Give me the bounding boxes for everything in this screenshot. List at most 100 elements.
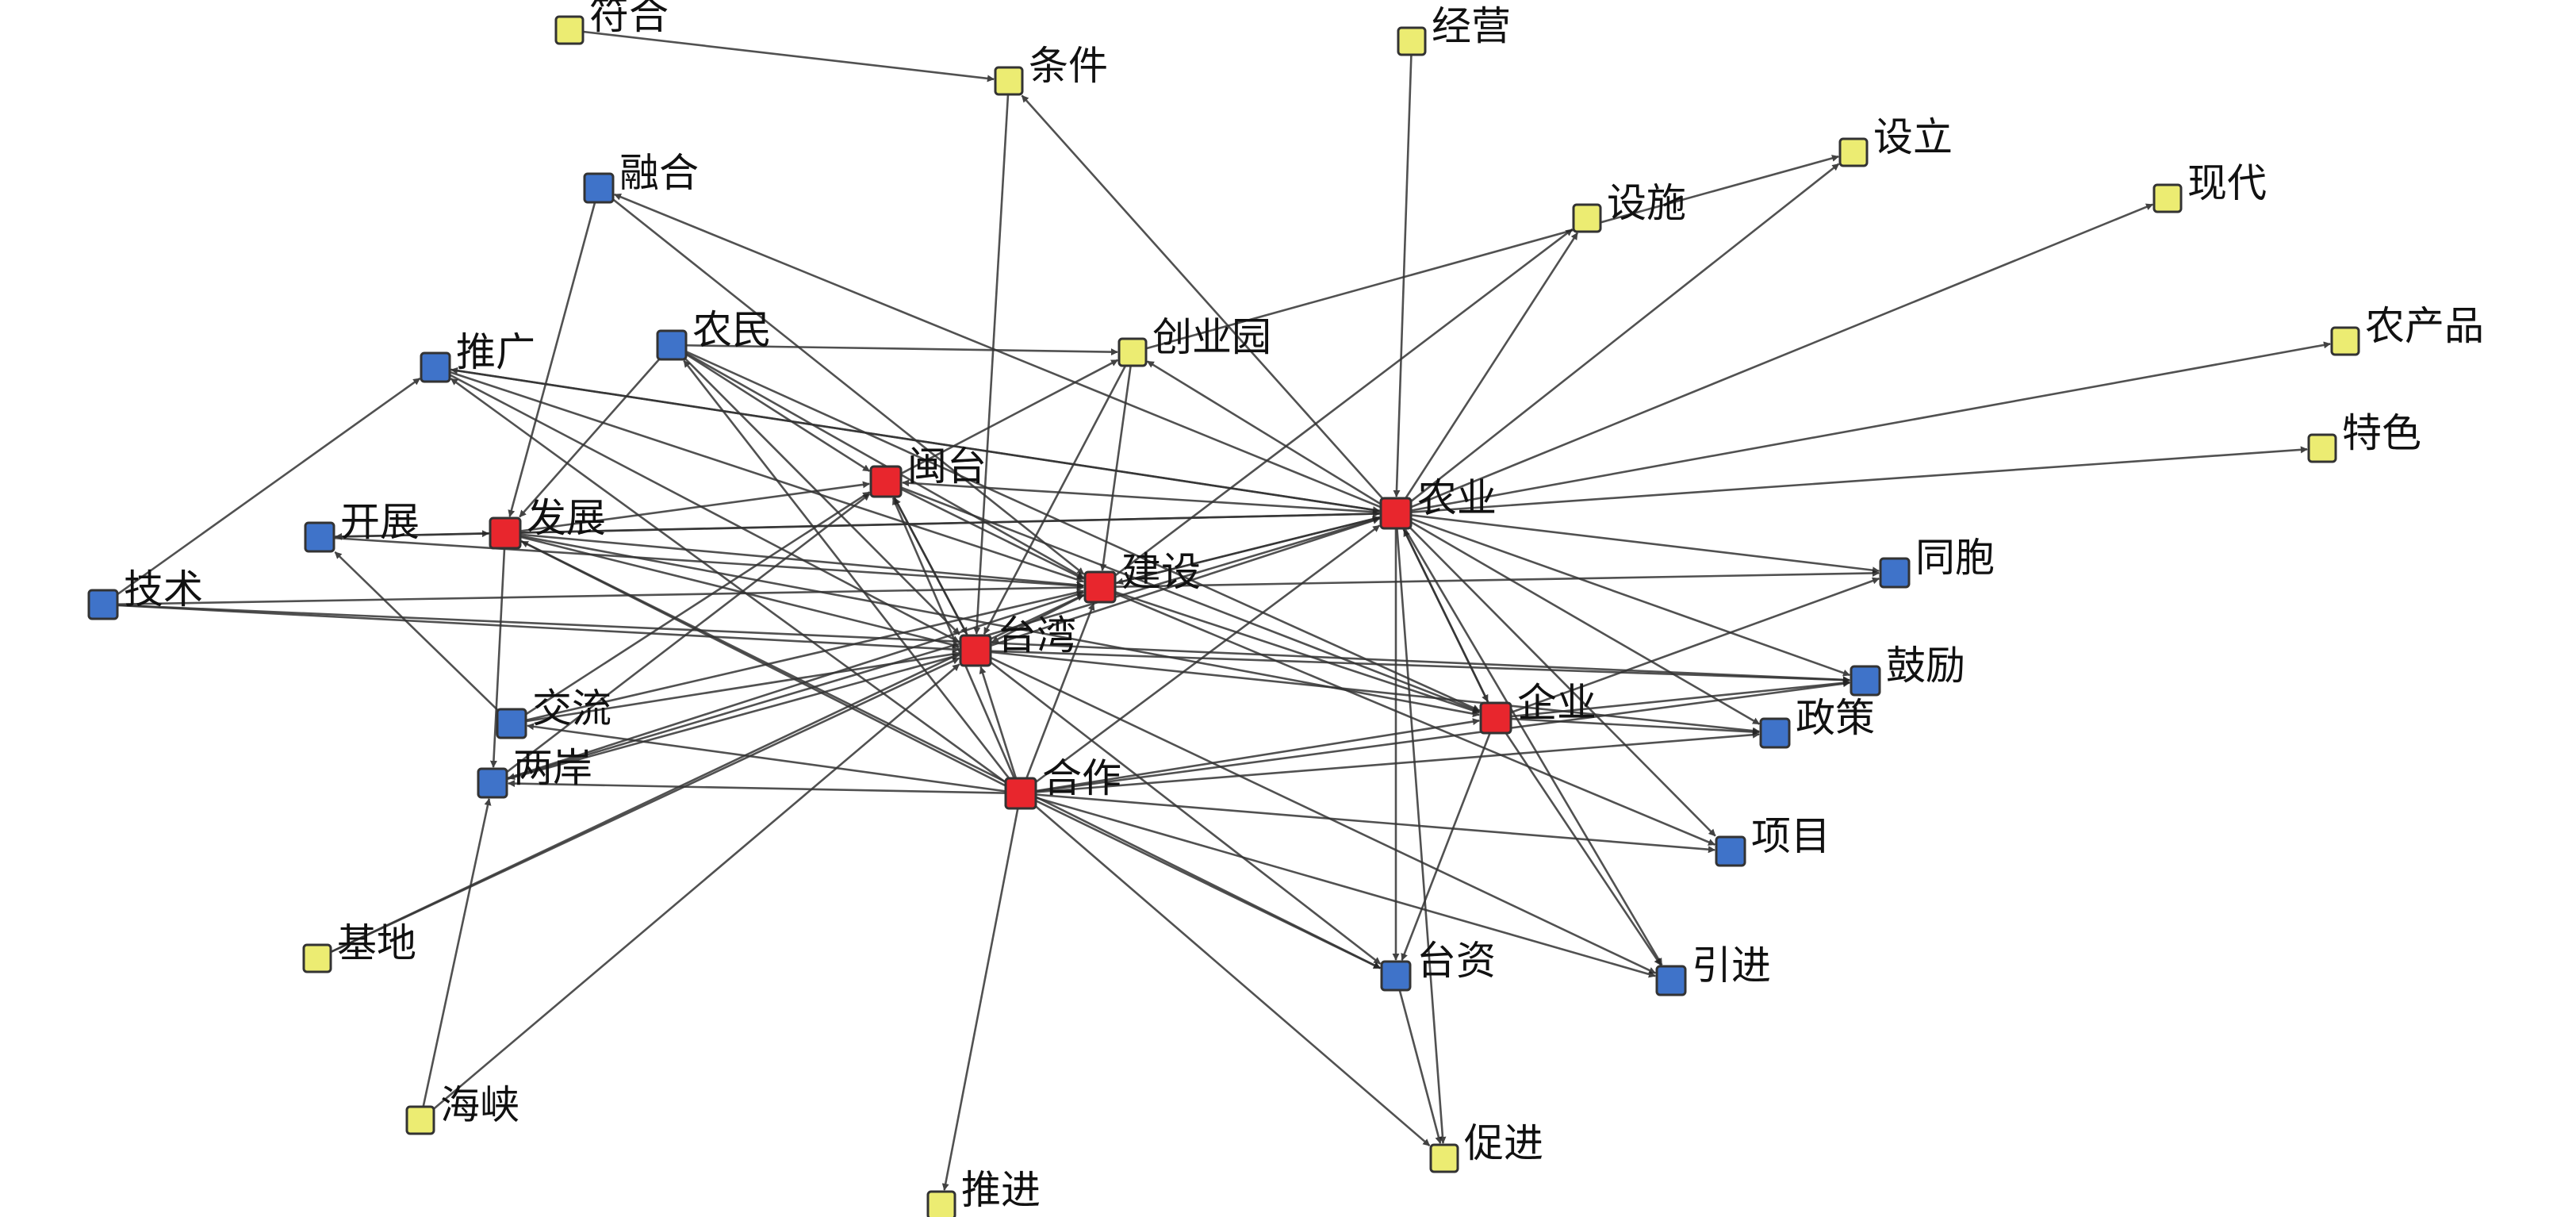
edge-hezuo-to-jianshe: [1019, 603, 1095, 794]
edge-hezuo-to-tuiguang: [450, 378, 1022, 795]
node-tiaojian: 条件: [994, 43, 1108, 96]
node-label: 项目: [1751, 813, 1830, 859]
node-label: 技术: [124, 566, 203, 612]
edge-fuhe-to-tiaojian: [569, 29, 995, 83]
node-label: 融合: [619, 150, 699, 196]
edge-nongye-to-chuangyeyuan: [1146, 360, 1397, 515]
node-nongchanpin: 农产品: [2330, 303, 2484, 356]
node-marker-core: [959, 634, 992, 667]
edge-hezuo-to-guli: [1020, 680, 1850, 795]
node-label: 鼓励: [1886, 643, 1965, 689]
edge-chuangyeyuan-to-sheli: [1132, 155, 1839, 354]
edge-nongye-to-tese: [1395, 446, 2308, 515]
edge-chuangyeyuan-to-jianshe: [1099, 351, 1134, 571]
edge-jianshe-to-nongye: [1099, 515, 1380, 589]
node-zhengce: 政策: [1759, 695, 1875, 749]
edge-hezuo-to-zhengce: [1020, 731, 1760, 795]
edge-tuiguang-to-taiwan: [435, 366, 960, 643]
edge-taiwan-to-zhengce: [975, 649, 1760, 735]
node-marker-peripheral: [2152, 183, 2183, 213]
edge-mintai-to-qiye: [885, 480, 1480, 713]
node-ronghe: 融合: [583, 150, 699, 204]
node-nongye: 农业: [1379, 475, 1497, 530]
node-label: 同胞: [1915, 535, 1995, 581]
edge-nongye-to-tongbao: [1395, 512, 1880, 574]
node-marker-peripheral: [926, 1190, 956, 1217]
edge-hezuo-to-jiaoliu: [527, 723, 1022, 795]
node-label: 引进: [1692, 943, 1771, 989]
node-marker-secondary: [1380, 960, 1412, 992]
edge-haixia-to-liangan: [419, 798, 492, 1121]
edge-hezuo-to-tuijin: [941, 793, 1022, 1191]
node-label: 农业: [1417, 475, 1497, 521]
node-jiaoliu: 交流: [496, 685, 611, 739]
node-label: 政策: [1796, 695, 1875, 741]
node-marker-secondary: [1759, 717, 1791, 749]
node-marker-peripheral: [1117, 337, 1148, 367]
edge-mintai-to-jianshe: [885, 480, 1085, 580]
node-tuiguang: 推广: [420, 329, 535, 383]
node-marker-core: [1379, 497, 1413, 530]
node-label: 创业园: [1152, 314, 1271, 360]
node-marker-peripheral: [2330, 326, 2360, 356]
node-fazhan: 发展: [489, 495, 606, 550]
edge-nongmin-to-qiye: [671, 344, 1480, 712]
edge-fazhan-to-qiye: [504, 532, 1480, 718]
edge-nongye-to-xiangmu: [1395, 513, 1716, 837]
node-taiwan: 台湾: [959, 612, 1076, 667]
edge-taiwan-to-nongye: [975, 517, 1380, 652]
edge-nongmin-to-mintai: [671, 344, 871, 472]
edge-jiaoliu-to-mintai: [511, 491, 871, 725]
node-tuijin: 推进: [926, 1167, 1041, 1217]
node-label: 推进: [961, 1167, 1041, 1213]
edge-hezuo-to-nongmin: [683, 359, 1022, 794]
node-marker-peripheral: [2307, 433, 2337, 463]
edge-fazhan-to-liangan: [489, 532, 507, 768]
node-marker-core: [1004, 777, 1037, 810]
node-marker-core: [869, 465, 903, 498]
node-taizi: 台资: [1380, 938, 1496, 992]
edge-hezuo-to-yinjin: [1020, 792, 1656, 978]
edge-qiye-to-guli: [1495, 679, 1850, 720]
edge-nongye-to-sheshi: [1394, 232, 1578, 514]
node-label: 闽台: [907, 443, 987, 489]
node-xiandai: 现代: [2152, 160, 2267, 213]
node-tese: 特色: [2307, 410, 2421, 463]
edge-taiwan-to-guli: [975, 649, 1850, 684]
edge-liangan-to-jianshe: [492, 590, 1084, 785]
edge-jianshe-to-sheshi: [1099, 228, 1574, 589]
node-kaizhan: 开展: [304, 499, 420, 553]
node-marker-secondary: [1655, 965, 1687, 996]
node-marker-secondary: [420, 351, 451, 383]
edge-hezuo-to-liangan: [508, 780, 1022, 795]
node-marker-secondary: [1879, 557, 1911, 589]
node-marker-peripheral: [1397, 26, 1427, 56]
node-label: 开展: [340, 499, 420, 545]
node-yinjin: 引进: [1655, 943, 1771, 996]
node-label: 海峡: [440, 1082, 519, 1128]
edge-nongye-to-ronghe: [614, 193, 1397, 515]
edge-mintai-to-chuangyeyuan: [885, 359, 1119, 483]
node-label: 特色: [2342, 410, 2421, 456]
edge-tuiguang-to-jianshe: [435, 366, 1084, 583]
node-marker-secondary: [1850, 665, 1881, 697]
node-tongbao: 同胞: [1879, 535, 1995, 589]
node-cujin: 促进: [1429, 1120, 1543, 1173]
node-label: 合作: [1042, 755, 1121, 801]
node-marker-peripheral: [1838, 137, 1869, 167]
edge-tuiguang-to-nongye: [435, 366, 1380, 514]
node-fuhe: 符合: [554, 0, 669, 45]
node-label: 两岸: [513, 745, 592, 791]
node-label: 现代: [2187, 160, 2267, 206]
node-jianshe: 建设: [1083, 549, 1201, 604]
edge-chuangyeyuan-to-taiwan: [983, 351, 1134, 635]
edge-nongye-to-guli: [1395, 512, 1850, 677]
edge-kaizhan-to-fazhan: [319, 530, 489, 539]
edges-layer: [102, 29, 2331, 1191]
node-marker-secondary: [477, 767, 508, 799]
node-marker-peripheral: [302, 943, 332, 973]
edge-jishu-to-jianshe: [102, 584, 1084, 606]
node-marker-peripheral: [1429, 1143, 1459, 1173]
edge-jiaoliu-to-kaizhan: [334, 551, 512, 724]
node-nongmin: 农民: [656, 307, 772, 361]
